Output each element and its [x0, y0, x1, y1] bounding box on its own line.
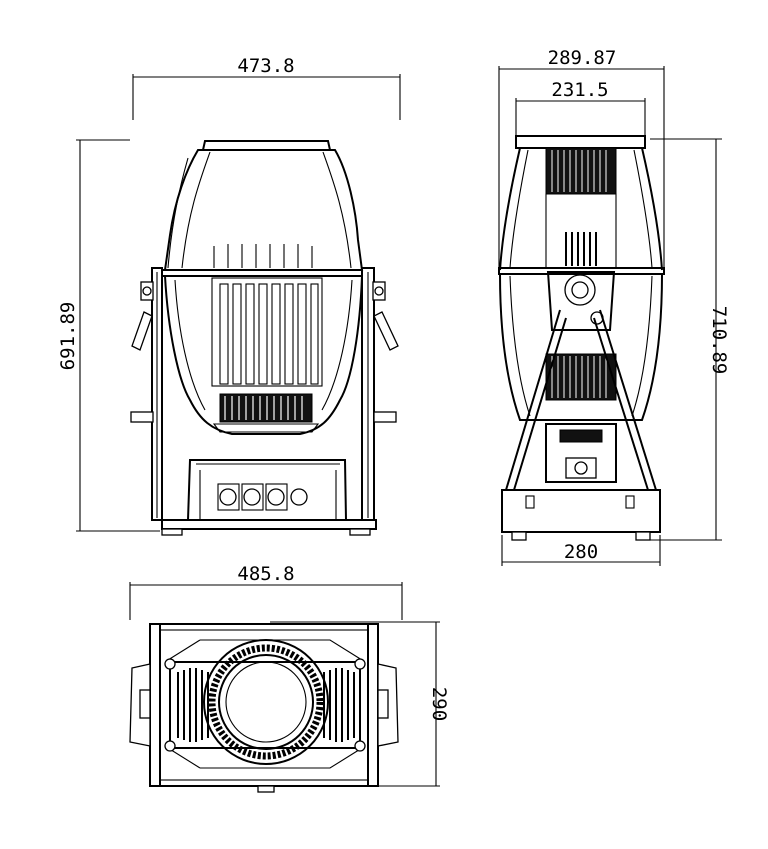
bottom-right-fins	[323, 668, 355, 742]
front-upper-grille	[213, 244, 313, 268]
bottom-left-fins	[177, 668, 209, 742]
front-tilt-knobs	[130, 281, 399, 423]
bottom-lens	[203, 639, 329, 765]
side-base	[501, 423, 661, 541]
front-width-label: 473.8	[237, 55, 294, 77]
bottom-width-dimension: 485.8	[129, 563, 403, 620]
front-head-cap	[201, 140, 332, 151]
front-head-shell	[163, 149, 364, 271]
front-lower-head	[163, 275, 364, 435]
bottom-view: 485.8 290	[129, 563, 450, 793]
side-mid-fins	[565, 232, 597, 266]
side-head-width-label: 231.5	[551, 79, 608, 101]
bottom-depth-label: 290	[428, 687, 450, 721]
side-height-dimension: 710.89	[650, 138, 730, 541]
front-height-dimension: 691.89	[57, 139, 160, 532]
side-head-cap	[515, 135, 646, 149]
front-view: 473.8 691.89	[57, 55, 401, 536]
front-heatsink	[212, 393, 320, 433]
side-view: 289.87 231.5 710.89 280	[498, 47, 730, 566]
side-height-label: 710.89	[708, 306, 730, 375]
side-top-width-label: 289.87	[548, 47, 617, 69]
side-lower-head	[498, 273, 664, 421]
front-vent-panel	[211, 277, 323, 387]
front-width-dimension: 473.8	[132, 55, 401, 120]
side-base-width-label: 280	[564, 541, 598, 563]
front-base	[161, 459, 377, 536]
side-base-width-dimension: 280	[501, 535, 661, 566]
side-head-width-dimension: 231.5	[515, 79, 646, 136]
bottom-width-label: 485.8	[237, 563, 294, 585]
side-top-width-dimension: 289.87	[498, 47, 665, 270]
front-height-label: 691.89	[57, 302, 79, 371]
